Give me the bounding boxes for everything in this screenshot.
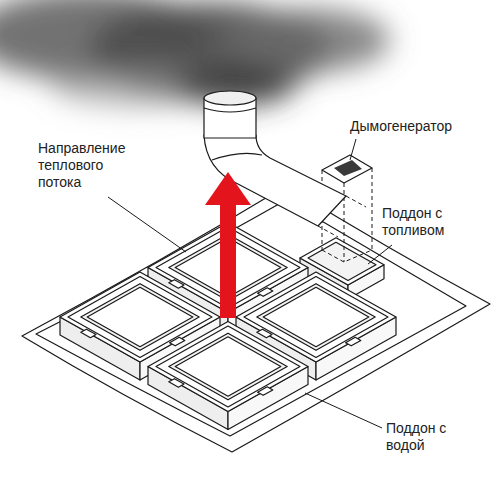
callout-label: Направление теплового потока (38, 140, 138, 190)
hidden-edge (322, 250, 372, 262)
hidden-edge (372, 168, 373, 250)
hidden-edge (346, 196, 366, 207)
heat-arrow (205, 172, 251, 318)
arrow-head (205, 172, 251, 205)
callout-label: Поддон с водой (386, 420, 486, 454)
handle (258, 288, 273, 297)
callout-label: Дымогенератор (350, 118, 452, 135)
inner-tray (87, 287, 193, 346)
callout-label: Поддон с топливом (382, 205, 494, 239)
arrow-shaft (220, 203, 236, 318)
handle (169, 379, 184, 388)
tray-top (145, 322, 311, 416)
tray-rim (148, 322, 308, 412)
hidden-edge (318, 226, 338, 237)
smoke-cloud (0, 0, 390, 107)
leader-line (350, 139, 356, 160)
leader-line (108, 197, 186, 252)
smoke (230, 8, 390, 72)
leader-line (305, 393, 382, 428)
handle (346, 337, 361, 346)
inner-tray (81, 284, 199, 351)
handle (258, 387, 273, 396)
pipe-seam (212, 153, 262, 160)
water-tray (145, 322, 311, 430)
leader-line (368, 245, 392, 264)
inner-tray (175, 337, 281, 396)
pipe-seam (204, 108, 256, 112)
pipe-opening (204, 91, 256, 105)
tray-rim (156, 326, 300, 407)
generator-hatch (334, 160, 362, 176)
handle (169, 280, 184, 289)
handle (81, 329, 96, 338)
inner-tray (263, 287, 369, 346)
smoke (175, 63, 295, 107)
inner-tray (169, 333, 287, 400)
generator-lid (322, 155, 372, 183)
handle (170, 337, 185, 346)
inner-tray (257, 284, 375, 351)
handle (257, 329, 272, 338)
